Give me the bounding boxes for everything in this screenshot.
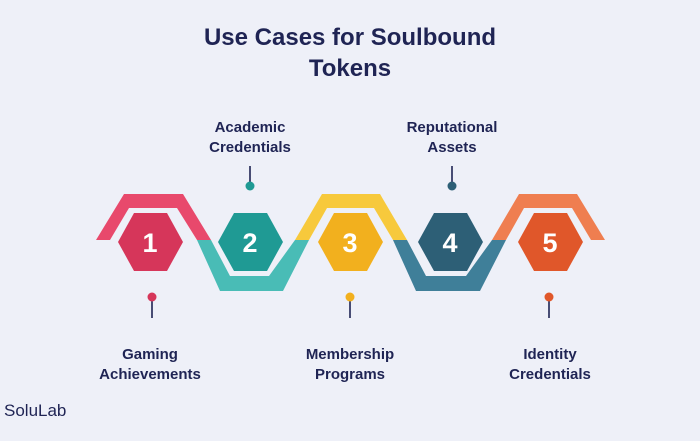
step-2-label-line-1: Academic — [214, 119, 286, 136]
step-4-label-line-2: Assets — [427, 139, 477, 156]
step-5: 5 — [518, 213, 583, 271]
step-2-number: 2 — [242, 228, 257, 258]
step-5-label-line-2: Credentials — [509, 366, 591, 383]
step-1-number: 1 — [142, 228, 157, 258]
pin-4 — [447, 166, 457, 191]
pin-5 — [544, 292, 554, 318]
step-4-number: 4 — [442, 228, 457, 258]
pin-4-dot — [447, 181, 457, 191]
step-2-label-line-2: Credentials — [209, 139, 291, 156]
step-2-hexagon — [218, 213, 283, 271]
band-1 — [96, 194, 211, 240]
step-3: 3 — [318, 213, 383, 271]
step-1-label-line-2: Achievements — [99, 366, 201, 383]
pin-1-dot — [147, 292, 157, 302]
pin-2-dot — [245, 181, 255, 191]
step-1-label-line-1: Gaming — [122, 346, 178, 363]
step-4: 4 — [418, 213, 483, 271]
step-3-label-line-1: Membership — [305, 346, 395, 363]
step-5-label: Identity Credentials — [470, 345, 630, 385]
band-5 — [492, 194, 605, 240]
step-2-label: Academic Credentials — [170, 118, 330, 158]
pin-1 — [147, 292, 157, 318]
step-5-label-line-1: Identity — [523, 346, 577, 363]
step-4-label: Reputational Assets — [372, 118, 532, 158]
title-line-1: Use Cases for Soulbound — [203, 24, 497, 51]
band-3 — [295, 194, 407, 240]
step-5-hexagon — [518, 213, 583, 271]
step-3-number: 3 — [342, 228, 357, 258]
step-3-hexagon — [318, 213, 383, 271]
pin-3-dot — [345, 292, 355, 302]
step-3-label-line-2: Programs — [314, 366, 386, 383]
page-title: Use Cases for Soulbound Tokens — [0, 22, 700, 84]
step-1-hexagon — [118, 213, 183, 271]
brand-logo-text: SoluLab — [4, 401, 67, 420]
pin-2 — [245, 166, 255, 191]
pin-3 — [345, 292, 355, 318]
step-1: 1 — [118, 213, 183, 271]
step-2: 2 — [218, 213, 283, 271]
step-5-number: 5 — [542, 228, 557, 258]
step-4-hexagon — [418, 213, 483, 271]
step-4-label-line-1: Reputational — [406, 119, 498, 136]
step-1-label: Gaming Achievements — [70, 345, 230, 385]
title-line-2: Tokens — [308, 55, 392, 82]
band-2 — [197, 240, 309, 291]
pin-5-dot — [544, 292, 554, 302]
step-3-label: Membership Programs — [270, 345, 430, 385]
band-4 — [393, 240, 506, 291]
